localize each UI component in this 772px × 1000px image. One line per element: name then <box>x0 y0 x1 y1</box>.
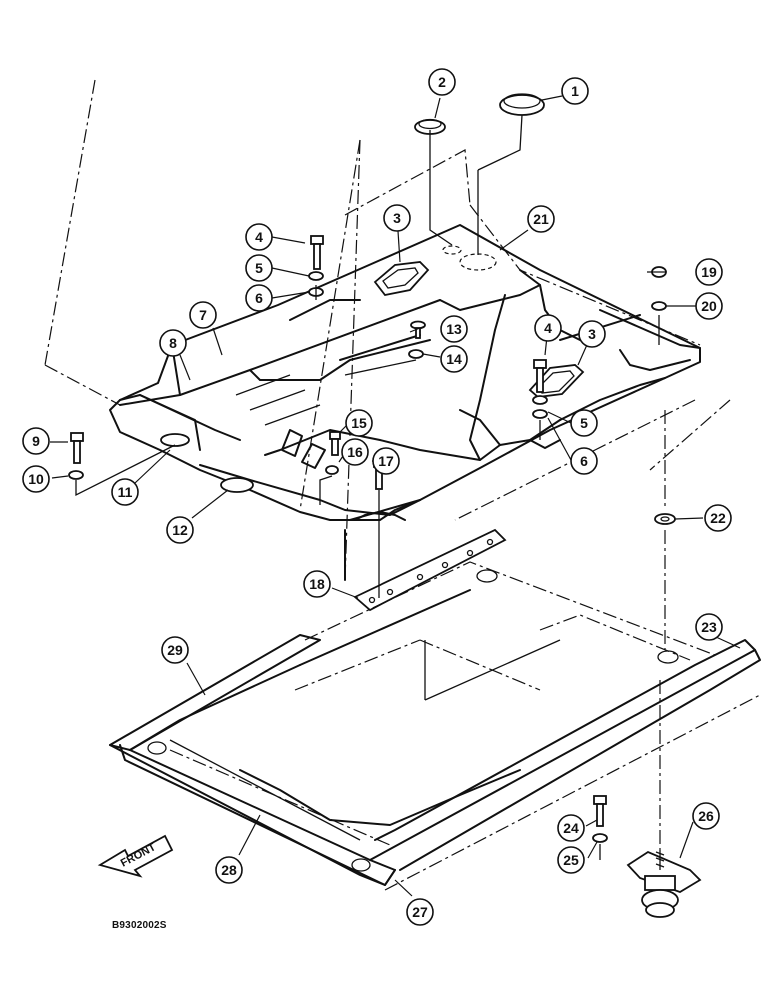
mounting-strap <box>353 528 507 612</box>
image-code: B9302002S <box>112 920 167 931</box>
svg-text:12: 12 <box>172 522 188 538</box>
isolator-mount <box>626 850 702 918</box>
svg-text:13: 13 <box>446 321 462 337</box>
svg-text:4: 4 <box>544 320 552 336</box>
callout-6b: 6 <box>570 447 598 475</box>
svg-text:19: 19 <box>701 264 717 280</box>
callout-11: 11 <box>111 478 139 506</box>
svg-text:6: 6 <box>580 453 588 469</box>
callout-4b: 4 <box>534 314 562 342</box>
callout-2: 2 <box>428 68 456 96</box>
svg-text:5: 5 <box>580 415 588 431</box>
callout-14: 14 <box>440 345 468 373</box>
projection-lines <box>75 114 666 860</box>
svg-text:3: 3 <box>588 326 596 342</box>
callout-18: 18 <box>303 570 331 598</box>
callout-17: 17 <box>372 447 400 475</box>
svg-text:29: 29 <box>167 642 183 658</box>
callout-5b: 5 <box>570 409 598 437</box>
svg-text:26: 26 <box>698 808 714 824</box>
callout-10: 10 <box>22 465 50 493</box>
grommets <box>160 93 676 525</box>
svg-text:21: 21 <box>533 211 549 227</box>
callout-8: 8 <box>159 329 187 357</box>
callout-7: 7 <box>189 301 217 329</box>
svg-text:22: 22 <box>710 510 726 526</box>
svg-text:1: 1 <box>571 83 579 99</box>
callout-9: 9 <box>22 427 50 455</box>
svg-text:15: 15 <box>351 415 367 431</box>
callout-29: 29 <box>161 636 189 664</box>
svg-text:16: 16 <box>347 444 363 460</box>
svg-text:28: 28 <box>221 862 237 878</box>
callout-1: 1 <box>561 77 589 105</box>
svg-text:17: 17 <box>378 453 394 469</box>
svg-text:23: 23 <box>701 619 717 635</box>
callout-13: 13 <box>440 315 468 343</box>
callout-3: 3 <box>383 204 411 232</box>
leader-lines <box>50 95 741 897</box>
svg-text:18: 18 <box>309 576 325 592</box>
svg-text:4: 4 <box>255 229 263 245</box>
callout-12: 12 <box>166 516 194 544</box>
svg-text:10: 10 <box>28 471 44 487</box>
callout-15: 15 <box>345 409 373 437</box>
callout-27: 27 <box>406 898 434 926</box>
svg-text:27: 27 <box>412 904 428 920</box>
svg-text:9: 9 <box>32 433 40 449</box>
svg-text:8: 8 <box>169 335 177 351</box>
lower-frame <box>109 561 761 891</box>
callout-6: 6 <box>245 284 273 312</box>
svg-text:3: 3 <box>393 210 401 226</box>
callout-5: 5 <box>245 254 273 282</box>
svg-text:7: 7 <box>199 307 207 323</box>
callout-20: 20 <box>695 292 723 320</box>
callout-24: 24 <box>557 814 585 842</box>
svg-text:25: 25 <box>563 852 579 868</box>
callout-25: 25 <box>557 846 585 874</box>
svg-text:2: 2 <box>438 74 446 90</box>
callout-21: 21 <box>527 205 555 233</box>
callout-23: 23 <box>695 613 723 641</box>
svg-text:14: 14 <box>446 351 462 367</box>
callout-26: 26 <box>692 802 720 830</box>
svg-text:24: 24 <box>563 820 579 836</box>
front-arrow-icon: FRONT <box>97 834 174 878</box>
svg-text:5: 5 <box>255 260 263 276</box>
callout-19: 19 <box>695 258 723 286</box>
svg-text:20: 20 <box>701 298 717 314</box>
cab-outline <box>44 79 731 581</box>
callout-3b: 3 <box>578 320 606 348</box>
callout-22: 22 <box>704 504 732 532</box>
callout-28: 28 <box>215 856 243 884</box>
svg-text:11: 11 <box>118 484 133 500</box>
svg-text:6: 6 <box>255 290 263 306</box>
callout-16: 16 <box>341 438 369 466</box>
callout-4: 4 <box>245 223 273 251</box>
